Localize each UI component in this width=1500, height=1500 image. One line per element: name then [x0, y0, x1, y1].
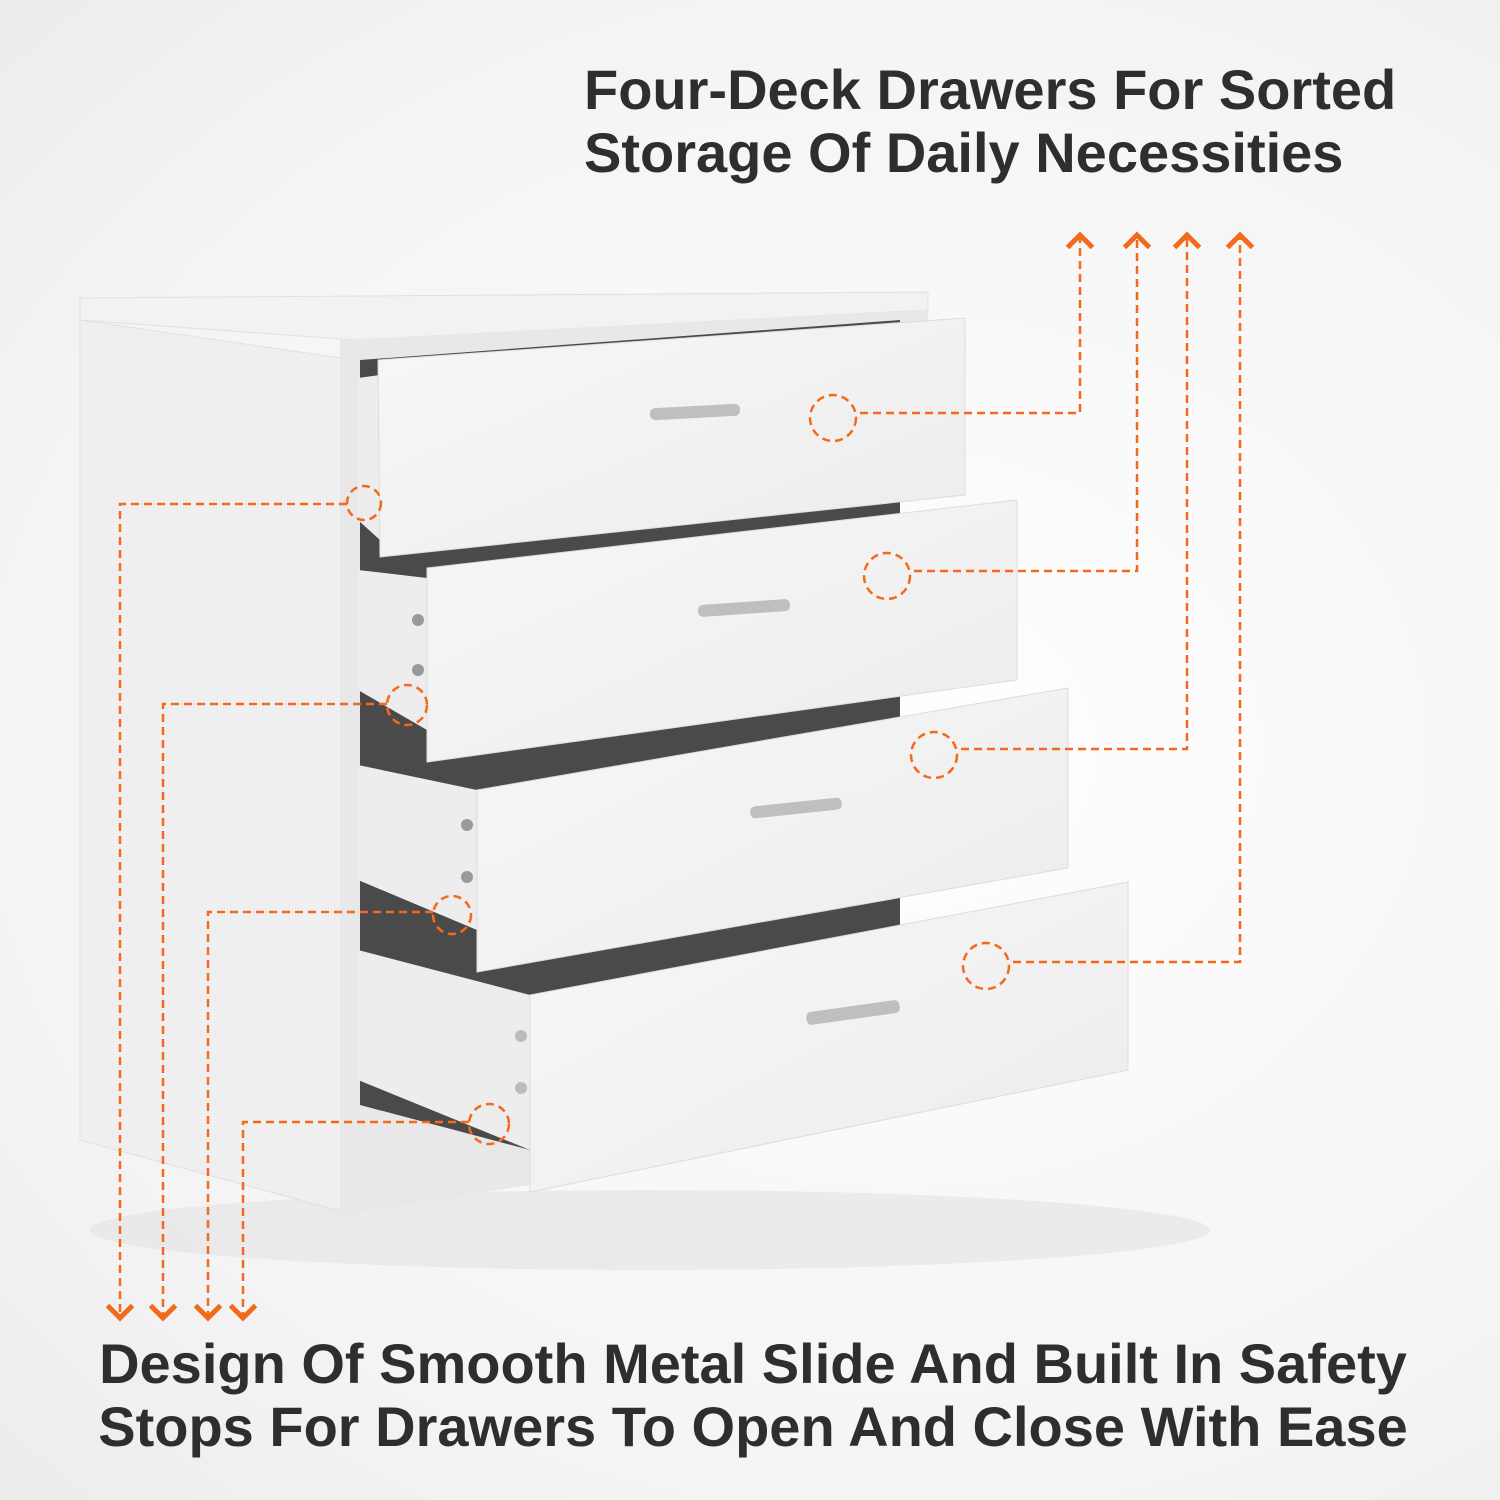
drawer-handle[interactable] [698, 599, 791, 617]
drawer-handle[interactable] [806, 1000, 901, 1026]
drawer-4[interactable] [358, 881, 1129, 1193]
headline-top-line2: Storage Of Daily Necessities [584, 121, 1344, 185]
drawer-handle[interactable] [750, 797, 843, 819]
headline-bottom-line1: Design Of Smooth Metal Slide And Built I… [99, 1332, 1407, 1395]
headline-slides: Design Of Smooth Metal Slide And Built I… [38, 1332, 1468, 1459]
drawer-handle[interactable] [650, 403, 741, 421]
drawer-callouts [808, 231, 1255, 991]
headline-top-line1: Four-Deck Drawers For Sorted [584, 58, 1397, 121]
drawer-2[interactable] [358, 499, 1018, 763]
drawer-1[interactable] [358, 317, 966, 558]
headline-bottom-line2: Stops For Drawers To Open And Close With… [98, 1395, 1408, 1459]
slide-callouts [105, 484, 511, 1322]
headline-drawers: Four-Deck Drawers For Sorted Storage Of … [584, 58, 1396, 185]
drawer-3[interactable] [358, 687, 1069, 973]
